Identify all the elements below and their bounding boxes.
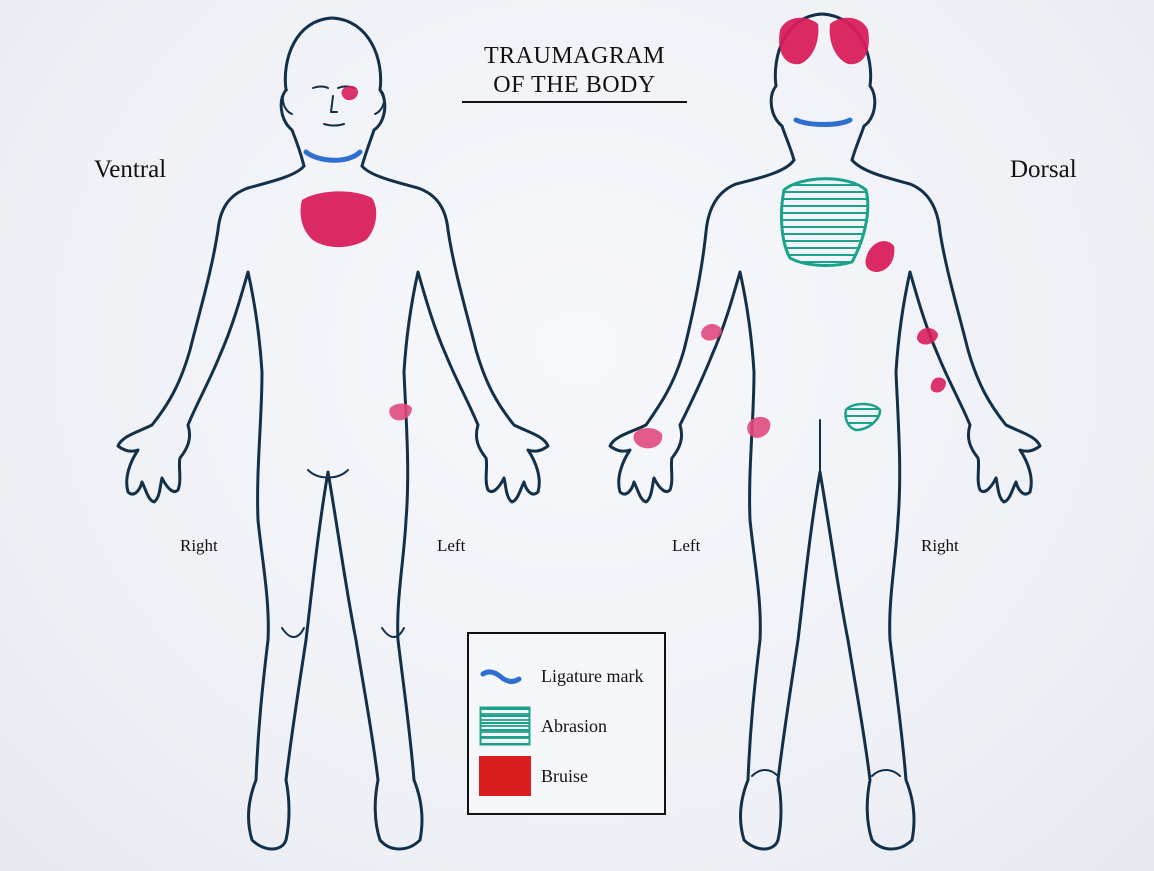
bruise-dorsal-hand xyxy=(633,428,662,448)
ventral-ear-right xyxy=(283,90,292,114)
dorsal-heel-left xyxy=(752,770,778,776)
dorsal-label: Dorsal xyxy=(1010,156,1077,184)
ventral-knee-right xyxy=(282,628,304,637)
title-line-2: OF THE BODY xyxy=(462,71,687,103)
legend-item-ligature: Ligature mark xyxy=(479,656,643,696)
diagram-title: TRAUMAGRAM OF THE BODY xyxy=(462,42,687,103)
bruise-swatch xyxy=(479,756,531,796)
bruise-dorsal-forearm-right xyxy=(931,378,946,393)
ventral-ear-left xyxy=(375,90,384,114)
bruise-dorsal-shoulder xyxy=(866,241,895,272)
ventral-head xyxy=(281,18,385,166)
legend-ligature-label: Ligature mark xyxy=(541,666,643,687)
ventral-knee-left xyxy=(382,628,404,637)
abrasion-back xyxy=(782,179,868,266)
ventral-eye-right xyxy=(313,87,328,89)
legend-bruise-label: Bruise xyxy=(541,766,588,787)
dorsal-heel-right xyxy=(872,770,900,776)
dorsal-right-label: Right xyxy=(921,536,959,556)
ligature-mark-ventral xyxy=(306,152,360,160)
ventral-left-label: Left xyxy=(437,536,465,556)
abrasion-swatch xyxy=(479,706,531,746)
title-line-1: TRAUMAGRAM xyxy=(484,43,665,69)
legend-box: Ligature mark Abrasion Bruise xyxy=(467,632,666,815)
ligature-swatch xyxy=(479,656,531,696)
ventral-nose xyxy=(331,96,337,112)
bruise-scalp-right xyxy=(830,18,869,64)
ventral-right-label: Right xyxy=(180,536,218,556)
ventral-label: Ventral xyxy=(94,156,166,184)
bruise-cheek xyxy=(341,86,358,100)
legend-item-abrasion: Abrasion xyxy=(479,706,607,746)
bruise-dorsal-upper-arm-right xyxy=(917,328,938,345)
bruise-chest xyxy=(301,191,377,247)
dorsal-figure xyxy=(610,14,1040,849)
legend-abrasion-label: Abrasion xyxy=(541,716,607,737)
abrasion-buttock xyxy=(845,404,880,430)
legend-item-bruise: Bruise xyxy=(479,756,588,796)
ligature-mark-dorsal xyxy=(796,120,850,125)
ventral-mouth xyxy=(324,124,344,126)
bruise-dorsal-hip xyxy=(747,417,770,438)
dorsal-left-label: Left xyxy=(672,536,700,556)
bruise-ventral-left-flank xyxy=(389,404,412,421)
bruise-scalp-left xyxy=(779,18,818,64)
